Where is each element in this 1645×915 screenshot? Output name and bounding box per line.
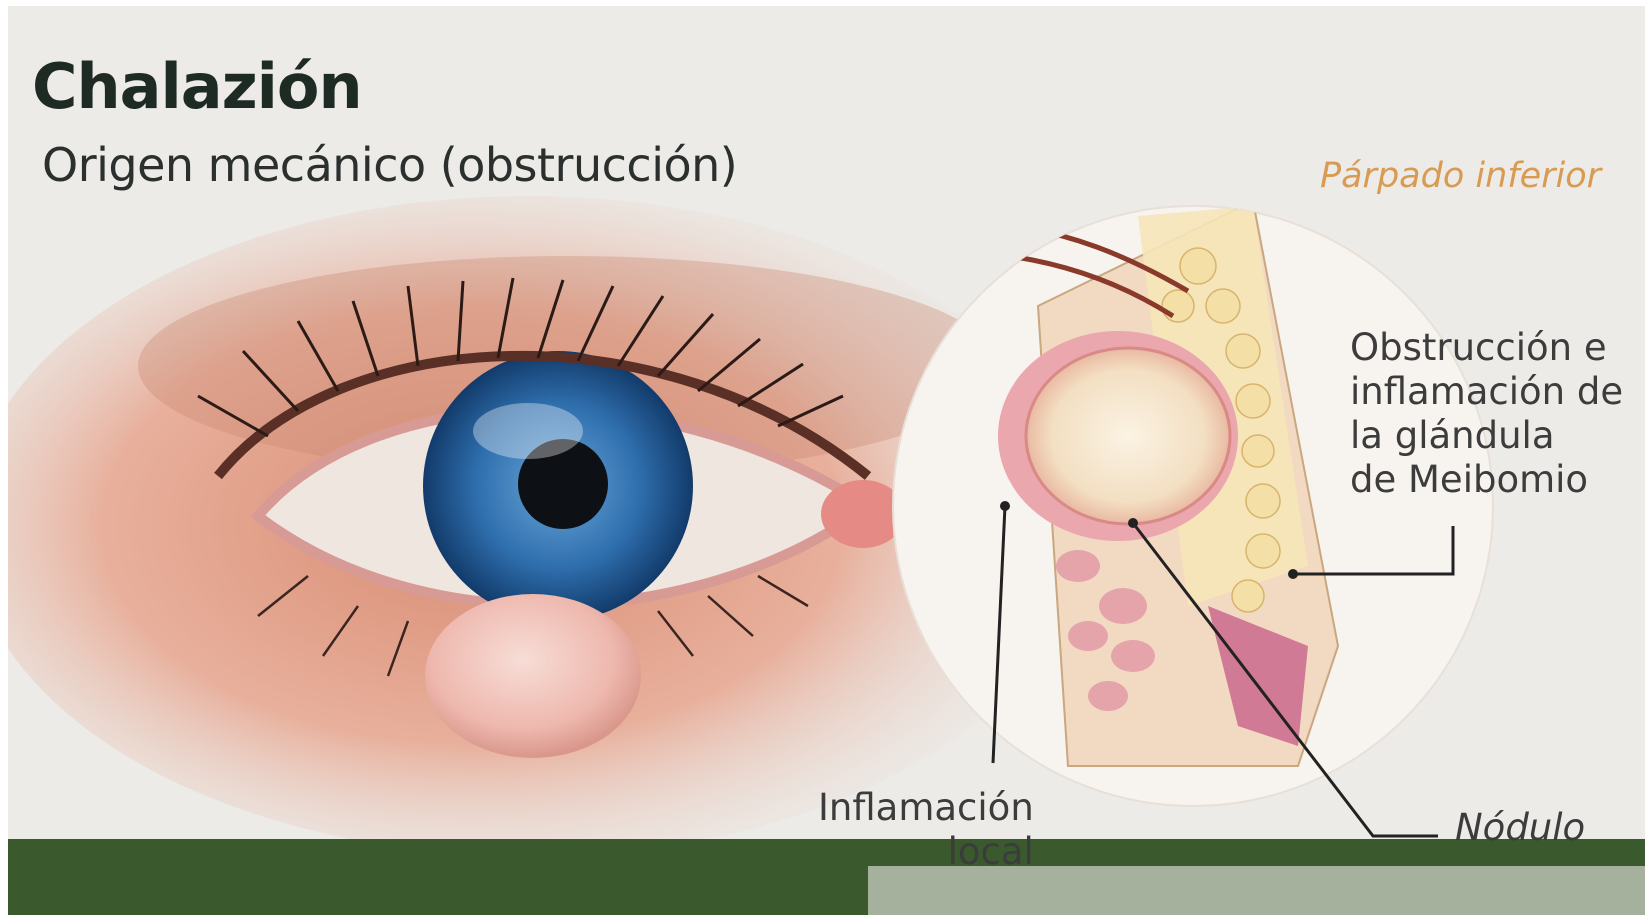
chalazion-nodule xyxy=(425,594,641,758)
page-subtitle: Origen mecánico (obstrucción) xyxy=(42,138,737,192)
label-obstruction-line: Obstrucción e xyxy=(1350,326,1623,370)
label-inflammation-line: local xyxy=(818,830,1034,874)
section-label: Párpado inferior xyxy=(1320,156,1601,196)
cyst xyxy=(1026,348,1230,524)
label-inflammation-line: Inflamación xyxy=(818,786,1034,830)
page-title: Chalazión xyxy=(32,50,362,123)
label-inflammation: Inflamación local xyxy=(818,786,1034,874)
illustration-card: Chalazión Origen mecánico (obstrucción) … xyxy=(8,6,1645,915)
label-obstruction-line: de Meibomio xyxy=(1350,458,1623,502)
label-obstruction-line: inflamación de xyxy=(1350,370,1623,414)
label-obstruction-line: la glándula xyxy=(1350,414,1623,458)
label-nodule: Nódulo xyxy=(1455,806,1585,850)
label-obstruction: Obstrucción e inflamación de la glándula… xyxy=(1350,326,1623,502)
